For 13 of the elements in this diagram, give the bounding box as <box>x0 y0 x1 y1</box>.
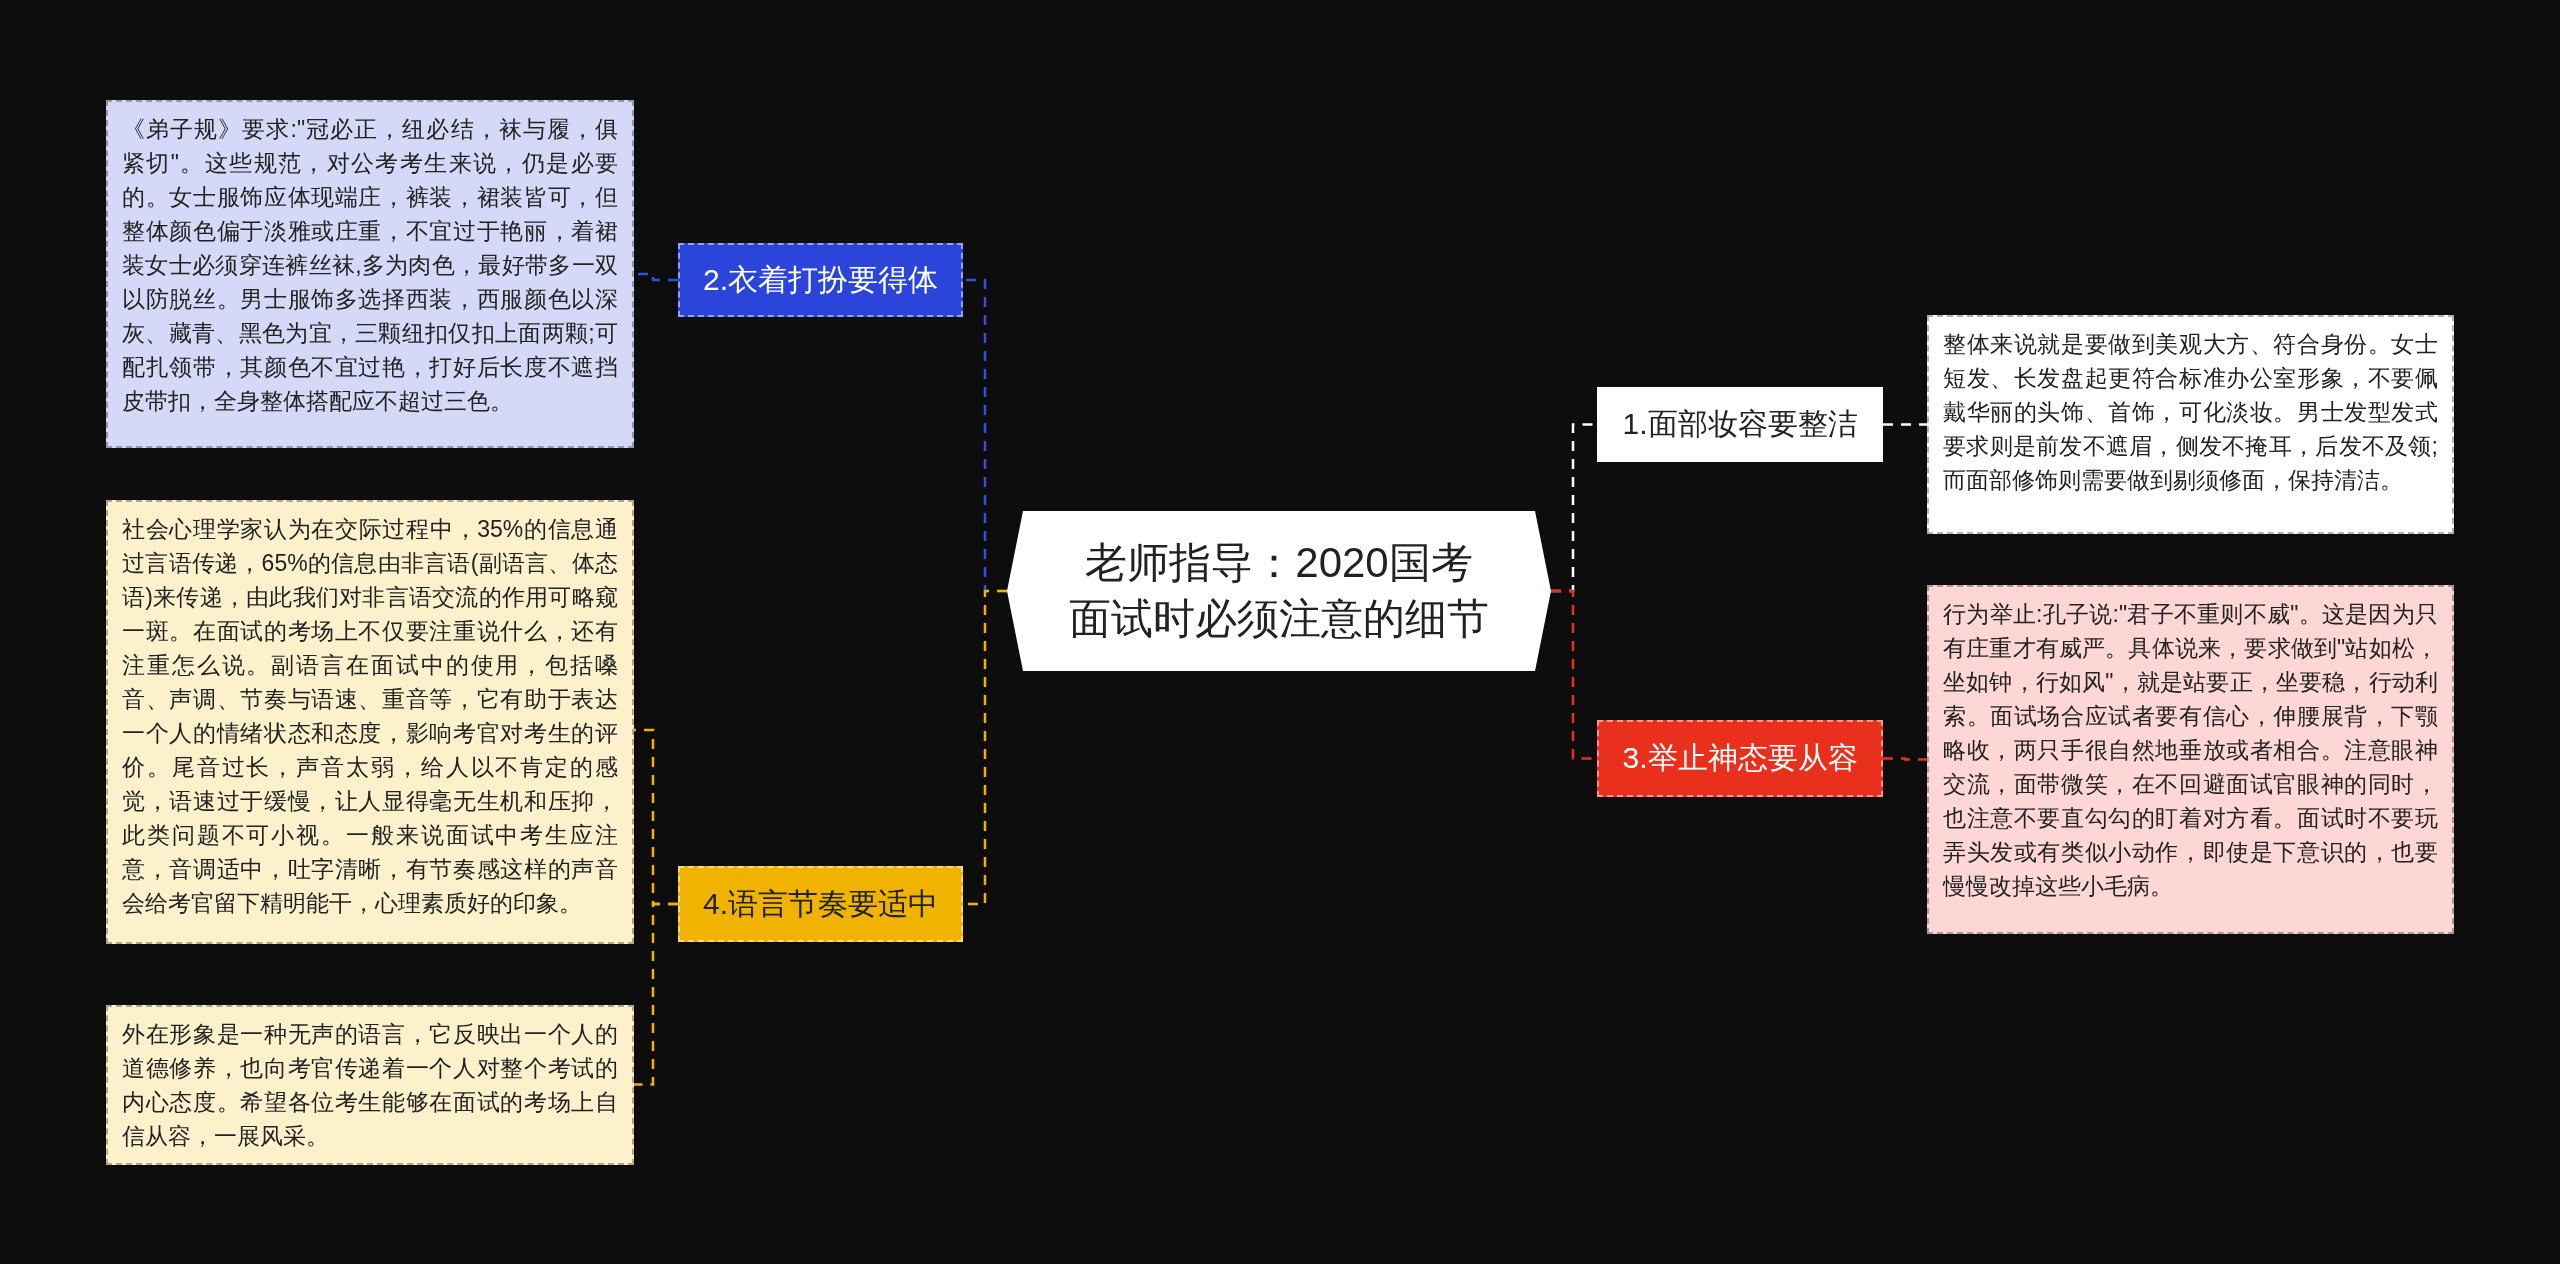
note-box: 行为举止:孔子说:"君子不重则不威"。这是因为只有庄重才有威严。具体说来，要求做到"站如松，坐如钟，行如风"，就是站要正，坐要稳，行动利索。面试场合应试者要有信心，伸腰展背，下颚略收，两只手很自然地垂放或者相合。注意眼神交流，面带微笑，在不回避面试官眼神的同时，也注意不要直勾勾的盯着对方看。面试时不要玩弄头发或有类似小动作，即使是下意识的，也要慢慢改掉这些小毛病。 <box>1927 585 2454 934</box>
branch-box: 3.举止神态要从容 <box>1597 720 1883 797</box>
note-box: 社会心理学家认为在交际过程中，35%的信息通过言语传递，65%的信息由非言语(副语言、体态语)来传递，由此我们对非言语交流的作用可略窥一斑。在面试的考场上不仅要注重说什么，还有注重怎么说。副语言在面试中的使用，包括嗓音、声调、节奏与语速、重音等，它有助于表达一个人的情绪状态和态度，影响考官对考生的评价。尾音过长，声音太弱，给人以不肯定的感觉，语速过于缓慢，让人显得毫无生机和压抑，此类问题不可小视。一般来说面试中考生应注意，音调适中，吐字清晰，有节奏感这样的声音会给考官留下精明能干，心理素质好的印象。 <box>106 500 634 944</box>
central-topic-hexagon: 老师指导：2020国考面试时必须注意的细节 <box>1007 511 1551 671</box>
connector-line <box>1883 423 1927 426</box>
branch-box: 2.衣着打扮要得体 <box>678 243 963 317</box>
branch-box: 1.面部妆容要整洁 <box>1597 387 1883 462</box>
note-box: 外在形象是一种无声的语言，它反映出一个人的道德修养，也向考官传递着一个人对整个考试的内心态度。希望各位考生能够在面试的考场上自信从容，一展风采。 <box>106 1005 634 1165</box>
connector-line <box>1883 757 1927 761</box>
branch-box: 4.语言节奏要适中 <box>678 866 963 942</box>
note-box: 整体来说就是要做到美观大方、符合身份。女士短发、长发盘起更符合标准办公室形象，不要佩戴华丽的头饰、首饰，可化淡妆。男士发型发式要求则是前发不遮眉，侧发不掩耳，后发不及领;而面部修饰则需要做到剔须修面，保持清洁。 <box>1927 315 2454 534</box>
note-box: 《弟子规》要求:"冠必正，纽必结，袜与履，俱紧切"。这些规范，对公考考生来说，仍是必要的。女士服饰应体现端庄，裤装，裙装皆可，但整体颜色偏于淡雅或庄重，不宜过于艳丽，着裙装女士必须穿连裤丝袜,多为肉色，最好带多一双以防脱丝。男士服饰多选择西装，西服颜色以深灰、藏青、黑色为宜，三颗纽扣仅扣上面两颗;可配扎领带，其颜色不宜过艳，打好后长度不遮挡皮带扣，全身整体搭配应不超过三色。 <box>106 100 634 448</box>
connector-line <box>634 902 678 1086</box>
